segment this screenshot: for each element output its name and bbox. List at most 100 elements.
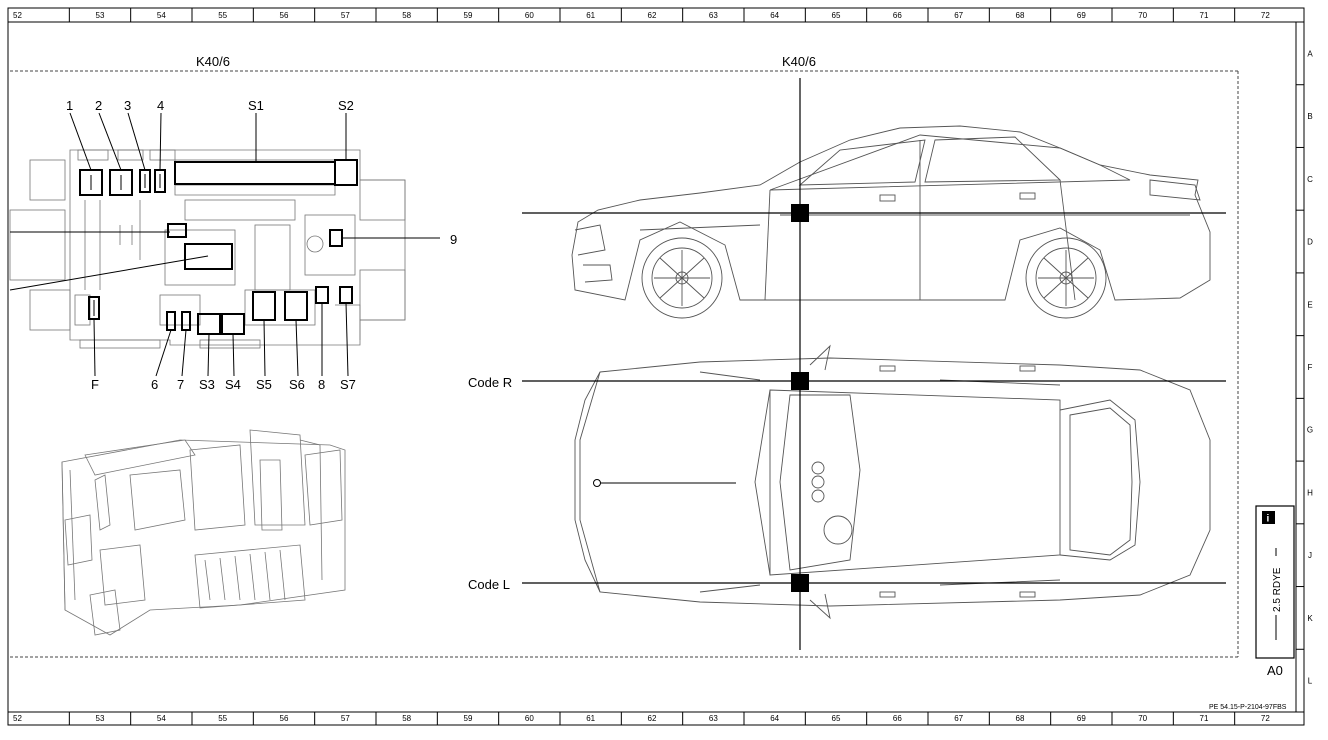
grid-column-label: 59 <box>464 714 473 723</box>
wire-spec-text: 2.5 RDYE <box>1272 567 1283 612</box>
grid-row-label: A <box>1307 49 1313 58</box>
fuse-box-components <box>79 159 358 335</box>
grid-column-label: 54 <box>157 714 166 723</box>
grid-column-label: 52 <box>13 714 22 723</box>
info-icon <box>1262 511 1275 524</box>
code-l-label: Code L <box>468 577 510 592</box>
grid-column-label: 62 <box>648 11 657 20</box>
component-s1 <box>174 161 336 185</box>
location-crosshair-lines <box>522 78 1226 650</box>
grid-row-label: G <box>1307 426 1313 435</box>
grid-column-label: 57 <box>341 11 350 20</box>
grid-column-label: 71 <box>1200 714 1209 723</box>
component-s5 <box>252 291 276 321</box>
isometric-fuse-box-drawing <box>61 429 346 636</box>
grid-column-label: 67 <box>954 11 963 20</box>
sheet-reference: PE 54.15-P-2104-97FBS <box>1209 704 1287 711</box>
callout-leader-lines <box>9 112 440 377</box>
callout-s2: S2 <box>338 98 354 113</box>
component-7 <box>181 311 191 331</box>
grid-column-label: 58 <box>402 714 411 723</box>
grid-row-label: H <box>1307 488 1313 497</box>
grid-column-label: 68 <box>1016 714 1025 723</box>
component-small-left <box>167 223 187 238</box>
grid-column-label: 71 <box>1200 11 1209 20</box>
component-relay-center <box>184 243 233 270</box>
wire-id-label: A0 <box>1267 663 1283 678</box>
grid-column-label: 69 <box>1077 714 1086 723</box>
location-marker-code-r <box>791 372 809 390</box>
callout-4: 4 <box>157 98 164 113</box>
callouts-top: 1 2 3 4 S1 S2 <box>66 98 354 113</box>
component-9 <box>329 229 343 247</box>
callout-f: F <box>91 377 99 392</box>
k40-left-label: K40/6 <box>196 54 230 69</box>
callout-2: 2 <box>95 98 102 113</box>
component-6 <box>166 311 176 331</box>
component-s2 <box>334 159 358 186</box>
callout-8: 8 <box>318 377 325 392</box>
callout-7: 7 <box>177 377 184 392</box>
grid-column-label: 65 <box>832 11 841 20</box>
code-r-label: Code R <box>468 375 512 390</box>
sheet-frame <box>7 7 1305 726</box>
car-side-view <box>571 125 1211 319</box>
grid-column-label: 66 <box>893 11 902 20</box>
grid-column-label: 60 <box>525 11 534 20</box>
grid-column-label: 53 <box>96 11 105 20</box>
grid-column-label: 62 <box>648 714 657 723</box>
grid-row-label: B <box>1307 112 1312 121</box>
grid-column-label: 59 <box>464 11 473 20</box>
grid-column-label: 66 <box>893 714 902 723</box>
callout-1: 1 <box>66 98 73 113</box>
grid-column-label: 58 <box>402 11 411 20</box>
component-inner-marks <box>90 174 161 316</box>
grid-column-label: 61 <box>586 11 595 20</box>
grid-column-label: 70 <box>1138 714 1147 723</box>
grid-column-label: 56 <box>280 11 289 20</box>
callout-s4: S4 <box>225 377 241 392</box>
car-top-view <box>574 344 1211 620</box>
callout-s6: S6 <box>289 377 305 392</box>
grid-row-label: L <box>1308 677 1313 686</box>
info-icon-glyph: i <box>1267 514 1270 525</box>
grid-column-label: 53 <box>96 714 105 723</box>
grid-column-label: 60 <box>525 714 534 723</box>
callout-6: 6 <box>151 377 158 392</box>
grid-column-label: 52 <box>13 11 22 20</box>
wire-spec-box: i 2.5 RDYE <box>1255 505 1295 659</box>
grid-column-label: 70 <box>1138 11 1147 20</box>
grid-column-label: 63 <box>709 714 718 723</box>
callouts-bottom: F 6 7 S3 S4 S5 S6 8 S7 <box>91 377 356 392</box>
grid-column-label: 57 <box>341 714 350 723</box>
fuse-relay-box-drawing <box>9 149 406 349</box>
grid-column-label: 64 <box>770 11 779 20</box>
callout-s5: S5 <box>256 377 272 392</box>
callout-s7: S7 <box>340 377 356 392</box>
grid-row-label: C <box>1307 175 1313 184</box>
location-marker-code-l <box>791 574 809 592</box>
callout-s3: S3 <box>199 377 215 392</box>
location-markers <box>791 204 809 592</box>
grid-column-label: 68 <box>1016 11 1025 20</box>
grid-column-label: 65 <box>832 714 841 723</box>
location-marker-side <box>791 204 809 222</box>
grid-column-label: 72 <box>1261 11 1270 20</box>
component-s3 <box>197 313 221 335</box>
grid-column-label: 55 <box>218 714 227 723</box>
grid-column-label: 61 <box>586 714 595 723</box>
grid-row-label: F <box>1308 363 1313 372</box>
grid-column-label: 69 <box>1077 11 1086 20</box>
component-s4 <box>221 313 245 335</box>
callout-s1: S1 <box>248 98 264 113</box>
grid-row-label: E <box>1307 300 1312 309</box>
grid-row-label: K <box>1307 614 1313 623</box>
grid-column-label: 64 <box>770 714 779 723</box>
component-s7 <box>339 286 353 304</box>
grid-row-label: D <box>1307 238 1313 247</box>
grid-column-label: 54 <box>157 11 166 20</box>
